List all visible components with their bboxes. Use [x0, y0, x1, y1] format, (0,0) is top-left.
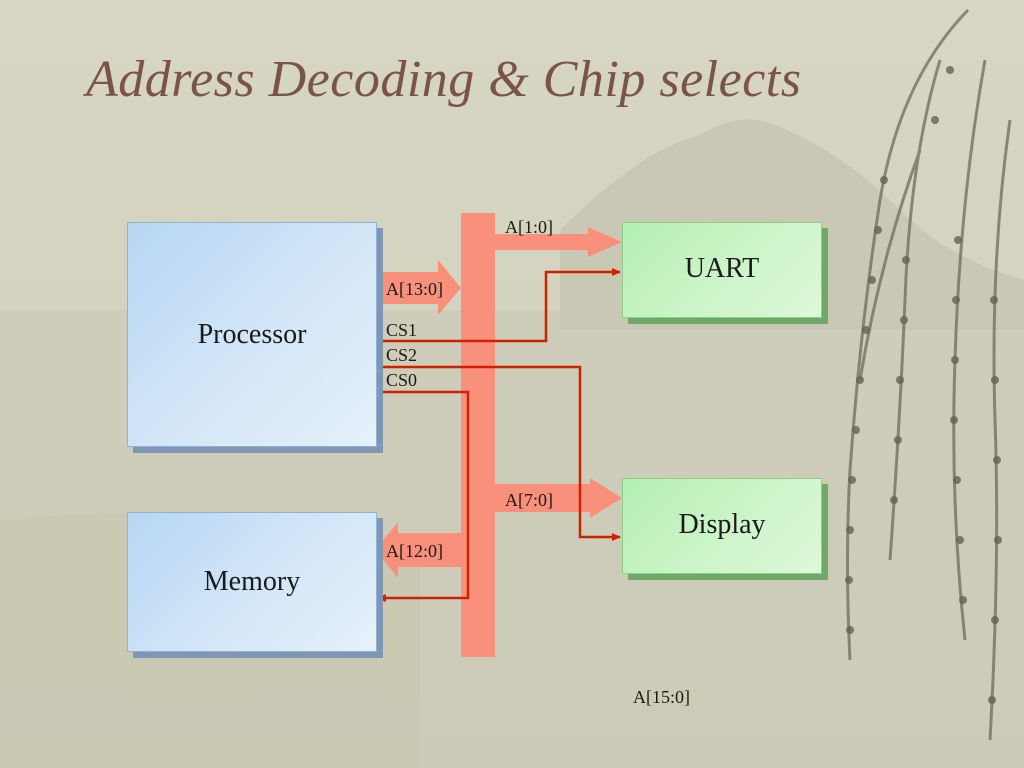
cs2-select-line	[376, 365, 621, 541]
display-address-bus-arrow	[495, 478, 622, 518]
cs1-label: CS1	[386, 320, 418, 340]
cs2-label: CS2	[386, 345, 418, 365]
display-block: Display	[622, 478, 822, 574]
processor-address-label: A[13:0]	[386, 279, 443, 299]
processor-label: Processor	[197, 318, 307, 350]
system-address-bus	[461, 213, 495, 657]
system-bus-label: A[15:0]	[633, 687, 690, 707]
slide-title: Address Decoding & Chip selects	[86, 51, 802, 108]
display-address-label: A[7:0]	[505, 490, 553, 510]
memory-label: Memory	[203, 566, 301, 597]
uart-label: UART	[684, 253, 760, 284]
uart-block: UART	[622, 222, 822, 318]
cs1-select-line	[376, 268, 621, 343]
processor-address-bus-arrow	[375, 260, 461, 315]
memory-address-bus-arrow	[375, 522, 461, 578]
processor-block: Processor	[127, 222, 377, 447]
willow-buds	[845, 66, 1002, 704]
memory-address-label: A[12:0]	[386, 541, 443, 561]
willow-branches	[846, 8, 1012, 741]
cs0-select-line	[376, 390, 470, 602]
uart-address-bus-arrow	[495, 227, 622, 257]
memory-block: Memory	[127, 512, 377, 652]
display-label: Display	[678, 509, 766, 540]
cs0-label: CS0	[386, 370, 418, 390]
uart-address-label: A[1:0]	[505, 217, 553, 237]
